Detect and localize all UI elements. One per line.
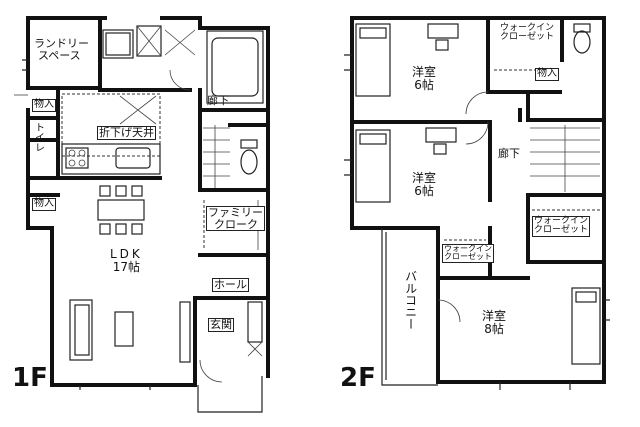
lowered-ceiling-label: 折下げ天井 <box>97 126 156 140</box>
storage2-label-1f: 物入 <box>32 198 56 211</box>
walkin-closet2-label: ウォークイン クローゼット <box>532 216 591 237</box>
hallway-label-2f: 廊下 <box>498 147 520 160</box>
entrance-label: 玄関 <box>208 318 234 332</box>
balcony-label: バルコニー <box>403 270 418 330</box>
western-room2-label: 洋室 6帖 <box>412 171 437 198</box>
floor1-tag: 1F <box>12 363 48 393</box>
floor2-tag: 2F <box>340 363 376 393</box>
toilet-label-1f: トイレ <box>32 122 44 152</box>
laundry-space-label: ランドリー スペース <box>34 37 89 62</box>
hall-label-1f: ホール <box>212 278 249 292</box>
hallway-label-1f: 廊下 <box>207 94 229 107</box>
western-room1-label: 洋室 6帖 <box>412 65 437 92</box>
floor2-walls <box>350 16 606 386</box>
walkin-closet1-label: ウォークイン クローゼット <box>500 23 555 43</box>
western-room3-label: 洋室 8帖 <box>482 309 507 336</box>
walkin-closet3-label: ウォークイン クローゼット <box>442 244 494 263</box>
floor1-fixtures <box>14 25 264 390</box>
family-closet-label: ファミリー クローク <box>206 206 265 232</box>
storage-label-1f: 物入 <box>32 99 56 112</box>
storage-label-2f: 物入 <box>535 68 559 81</box>
floor2-fixtures <box>344 23 610 390</box>
ldk-label: LDK 17帖 <box>110 247 143 274</box>
floor1-walls <box>26 16 270 413</box>
